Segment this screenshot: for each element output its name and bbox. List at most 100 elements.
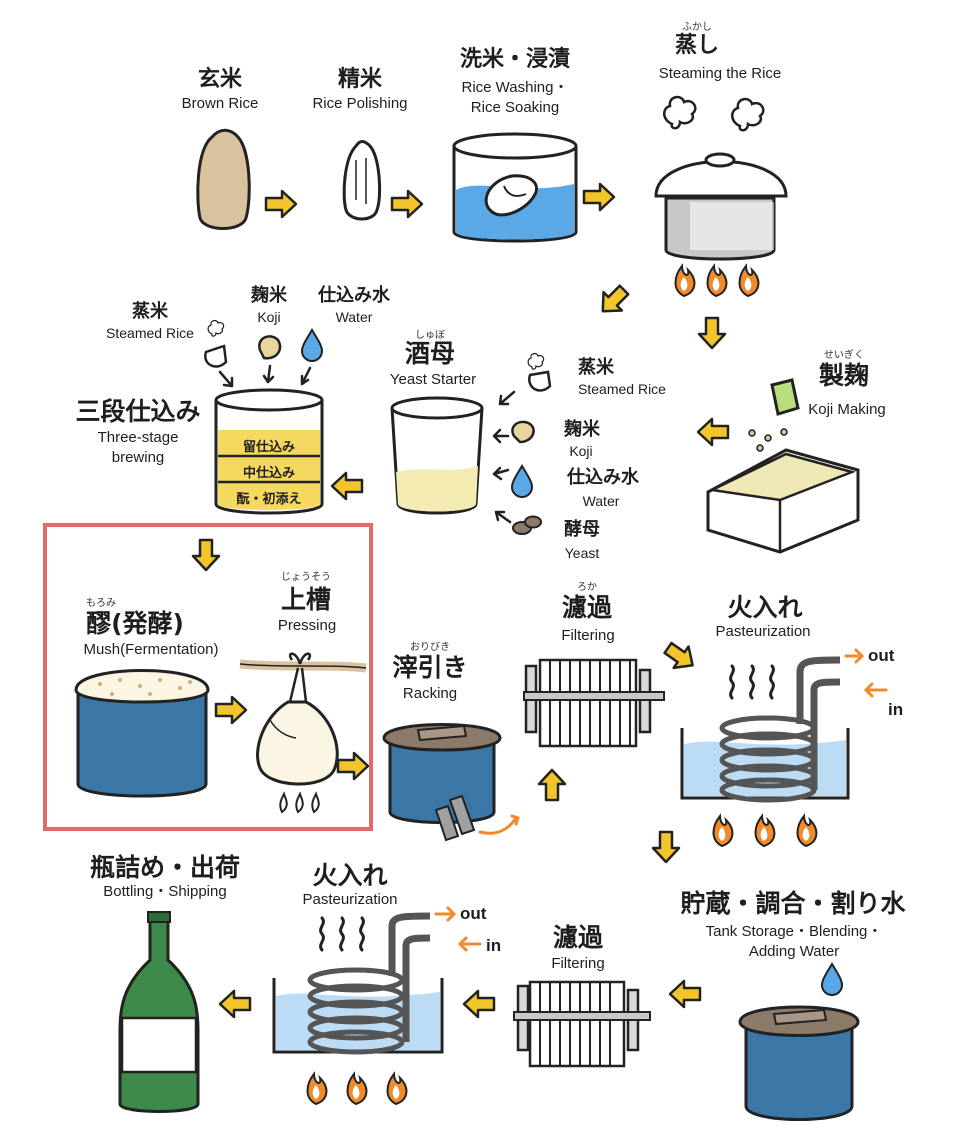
brown-rice-en: Brown Rice (181, 95, 259, 112)
pressing-en: Pressing (277, 617, 337, 634)
koji-making-tray (706, 378, 860, 554)
filtering1-en: Filtering (561, 627, 615, 644)
sake-bottle (118, 911, 200, 1113)
heat-wave-icon (749, 664, 755, 700)
pasteurization1-en: Pasteurization (715, 623, 811, 640)
pipe-out-label-1: out (868, 646, 895, 665)
yeast-starter-glass (390, 396, 484, 515)
pasteurization1-jp: 火入れ (727, 593, 803, 622)
racking-jp: 滓引き (392, 653, 468, 682)
pressing-bag (239, 652, 367, 814)
starter-steamed-rice-en: Steamed Rice (578, 381, 666, 397)
brown-rice-jp: 玄米 (197, 67, 242, 92)
top-water-drop-icon (301, 329, 323, 362)
arrow-left (218, 989, 252, 1019)
starter-yeast-en: Yeast (564, 545, 600, 561)
flame-icon (712, 815, 734, 847)
mush-furigana: もろみ (86, 598, 116, 609)
washing-en-2: Rice Soaking (470, 99, 560, 116)
racking-tank (382, 723, 520, 842)
filtering2-en: Filtering (551, 955, 605, 972)
flame-icon (738, 265, 760, 297)
tank-layer-bottom: 酛・初添え (236, 492, 302, 507)
three-stage-jp: 三段仕込み (75, 397, 201, 426)
steaming-jp: 蒸し (674, 33, 719, 58)
top-steamed-rice-en: Steamed Rice (106, 325, 194, 341)
top-steamed-rice-jp: 蒸米 (132, 301, 168, 322)
bottling-jp: 瓶詰め・出荷 (89, 853, 240, 882)
steam-cloud (730, 97, 765, 132)
mush-jp: 醪(発酵) (86, 609, 184, 638)
top-koji-icon (258, 335, 282, 360)
pasteurization2-en: Pasteurization (302, 891, 398, 908)
washing-en-1: Rice Washing・ (461, 79, 569, 96)
filtering2-jp: 濾過 (552, 923, 603, 952)
starter-yeast-icon (512, 515, 542, 535)
heat-wave-icon (359, 916, 365, 952)
pipe-in-label-2: in (486, 936, 502, 955)
filtering1-jp: 濾過 (561, 593, 612, 622)
koji-making-jp: 製麹 (818, 361, 869, 390)
flame-icon (796, 815, 818, 847)
washing-jp: 洗米・浸漬 (459, 47, 570, 72)
storage-tank (738, 963, 860, 1121)
steaming-furigana: ふかし (682, 22, 712, 33)
tank-layer-top: 留仕込み (242, 440, 295, 455)
starter-koji-en: Koji (569, 443, 593, 459)
flame-icon (674, 265, 696, 297)
starter-water-drop-icon (511, 465, 533, 498)
filter-press-1 (523, 658, 665, 748)
top-water-en: Water (335, 309, 373, 325)
flame-icon (386, 1073, 408, 1105)
arrow-left (462, 989, 496, 1019)
soaking-tank (452, 132, 578, 243)
steam-cloud (527, 352, 545, 370)
yeast-starter-jp: 酒母 (404, 339, 455, 368)
three-stage-en-2: brewing (111, 449, 165, 466)
top-koji-en: Koji (257, 309, 281, 325)
top-koji-jp: 麹米 (251, 285, 287, 306)
water-drop-icon (821, 963, 843, 996)
polishing-jp: 精米 (337, 67, 382, 92)
tank-layer-middle: 中仕込み (242, 466, 295, 481)
racking-furigana: おりびき (410, 642, 450, 653)
mush-tank (74, 669, 210, 798)
pasteurizer-1 (680, 648, 888, 847)
storage-jp: 貯蔵・調合・割り水 (680, 889, 906, 918)
starter-steamed-rice-jp: 蒸米 (578, 357, 614, 378)
arrow-down (651, 830, 681, 864)
starter-koji-jp: 麹米 (564, 419, 600, 440)
flame-icon (754, 815, 776, 847)
bottling-en: Bottling・Shipping (103, 883, 227, 900)
brown-rice-grain (196, 128, 251, 230)
arrow-right-2 (390, 189, 424, 219)
steaming-en: Steaming the Rice (658, 65, 782, 82)
heat-wave-icon (769, 664, 775, 700)
flame-icon (306, 1073, 328, 1105)
filtering1-furigana: ろか (577, 582, 597, 593)
top-ingredient-arrows (218, 364, 312, 388)
koji-making-furigana: せいぎく (823, 350, 865, 361)
flame-icon (346, 1073, 368, 1105)
highlight-box (43, 523, 373, 831)
heat-wave-icon (339, 916, 345, 952)
top-water-jp: 仕込み水 (318, 285, 390, 306)
arrow-left (668, 979, 702, 1009)
mush-en: Mush(Fermentation) (83, 641, 219, 658)
arrow-right-down (659, 636, 702, 678)
arrow-right-1 (264, 189, 298, 219)
arrow-left (330, 471, 364, 501)
arrow-down-left (592, 279, 635, 322)
steam-cloud (207, 319, 225, 337)
starter-water-jp: 仕込み水 (567, 467, 639, 488)
starter-koji-icon (511, 420, 535, 444)
koji-making-en: Koji Making (808, 401, 886, 418)
yeast-starter-furigana: しゅぼ (415, 330, 445, 341)
flame-icon (706, 265, 728, 297)
pressing-jp: 上槽 (280, 585, 331, 614)
starter-water-en: Water (582, 493, 620, 509)
arrow-down (697, 316, 727, 350)
polishing-en: Rice Polishing (312, 95, 408, 112)
